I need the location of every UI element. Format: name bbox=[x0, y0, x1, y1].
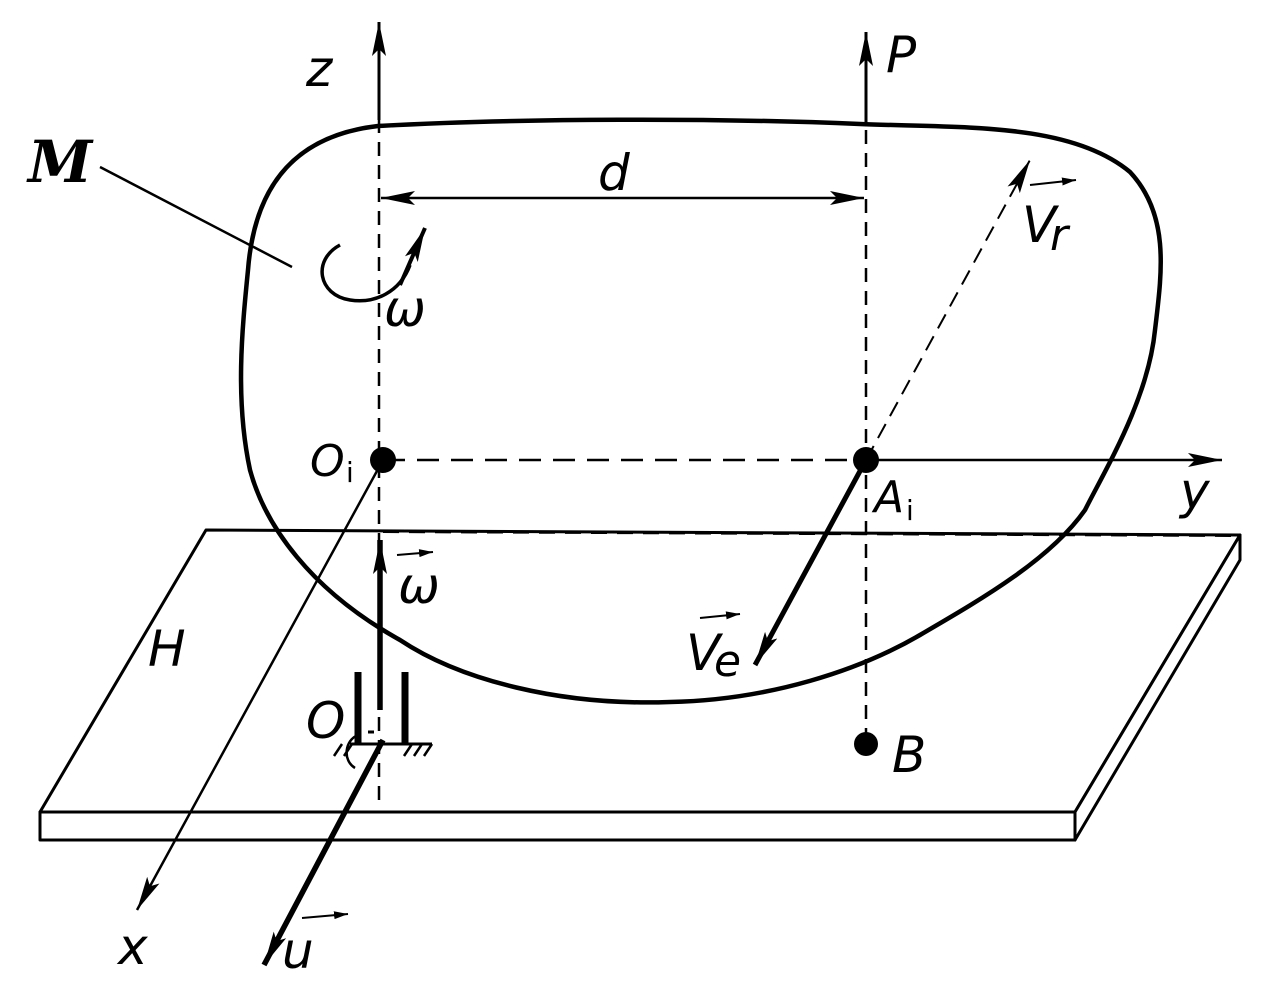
ve-overarrow bbox=[699, 611, 741, 620]
omega-overarrow bbox=[396, 549, 434, 558]
label-o1: O bbox=[310, 436, 345, 487]
vr-vector bbox=[865, 159, 1031, 461]
plane-h bbox=[38, 528, 1242, 842]
label-p: P bbox=[886, 26, 917, 84]
x-axis bbox=[135, 459, 385, 911]
label-ve-sub: e bbox=[714, 636, 741, 687]
label-d: d bbox=[598, 144, 630, 202]
label-y: y bbox=[1178, 462, 1211, 520]
label-vr: V bbox=[1022, 196, 1060, 254]
label-m: M bbox=[26, 128, 94, 196]
u-vector bbox=[261, 738, 386, 967]
point-a1 bbox=[853, 447, 879, 473]
label-a1: A bbox=[871, 472, 904, 523]
label-b: B bbox=[892, 726, 926, 784]
label-omega-vector: ω bbox=[398, 557, 440, 615]
label-z: z bbox=[305, 40, 334, 98]
label-o1-sub: i bbox=[346, 456, 354, 489]
m-leader-line bbox=[99, 165, 293, 269]
point-o1 bbox=[370, 447, 396, 473]
label-x: x bbox=[116, 918, 148, 976]
rotation-arrow bbox=[398, 227, 427, 286]
vr-overarrow bbox=[1029, 177, 1077, 186]
rotation-arc bbox=[320, 243, 412, 303]
label-h: H bbox=[148, 620, 186, 678]
label-a1-sub: i bbox=[906, 494, 914, 527]
u-overarrow bbox=[301, 911, 349, 920]
body-m-outline bbox=[238, 117, 1163, 705]
ve-vector bbox=[752, 458, 869, 667]
label-u: u bbox=[282, 922, 314, 980]
label-o: O bbox=[306, 692, 345, 750]
hidden-edge bbox=[382, 531, 1241, 537]
label-vr-sub: r bbox=[1050, 210, 1071, 261]
label-ve: V bbox=[686, 624, 724, 682]
point-b bbox=[854, 732, 878, 756]
label-omega-rotation: ω bbox=[384, 280, 426, 338]
bearing-support bbox=[332, 672, 434, 770]
